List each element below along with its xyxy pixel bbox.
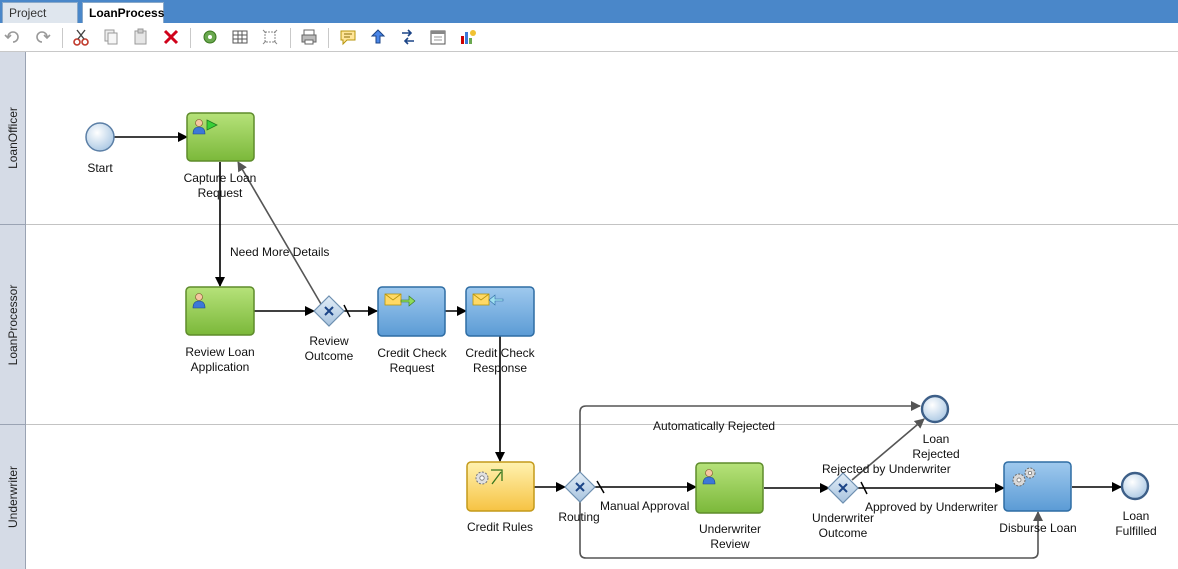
delete-icon	[163, 29, 179, 45]
flow-rejected-by-underwriter[interactable]	[851, 418, 925, 481]
review-loan-application-task[interactable]	[185, 286, 255, 336]
validate-icon	[203, 30, 217, 44]
copy-button[interactable]	[101, 27, 121, 47]
lane-header-loan-processor: LoanProcessor	[0, 225, 26, 425]
copy-icon	[104, 29, 118, 45]
need-more-details-label: Need More Details	[230, 245, 330, 259]
fit-button[interactable]	[260, 27, 280, 47]
lane-header-loan-officer: LoanOfficer	[0, 52, 26, 225]
redo-button[interactable]	[32, 27, 52, 47]
grid-icon	[232, 30, 248, 44]
paste-button[interactable]	[131, 27, 151, 47]
play-icon	[206, 119, 218, 131]
undo-button[interactable]	[3, 27, 23, 47]
underwriter-review-task[interactable]	[695, 462, 764, 514]
credit-check-request-label: Credit Check Request	[377, 346, 447, 375]
calendar-button[interactable]	[428, 27, 448, 47]
calendar-icon	[430, 30, 446, 45]
grid-button[interactable]	[230, 27, 250, 47]
underwriter-outcome-label: Underwriter Outcome	[811, 511, 874, 540]
loan-fulfilled-end-event[interactable]	[1120, 471, 1150, 501]
credit-check-request-task[interactable]	[377, 286, 446, 337]
exclusive-x-icon	[838, 483, 848, 493]
review-loan-application-label: Review Loan Application	[185, 345, 255, 374]
tab-loan-process[interactable]: LoanProcess	[82, 2, 164, 23]
credit-rules-task[interactable]	[466, 461, 535, 512]
disburse-loan-task[interactable]	[1003, 461, 1072, 512]
credit-check-response-label: Credit Check Response	[465, 346, 535, 375]
print-icon	[301, 29, 317, 45]
cut-icon	[73, 29, 89, 46]
lane-header-underwriter: Underwriter	[0, 425, 26, 569]
exclusive-x-icon	[575, 482, 585, 492]
lane-divider	[26, 224, 1178, 225]
publish-button[interactable]	[368, 27, 388, 47]
loan-fulfilled-label: Loan Fulfilled	[1115, 509, 1157, 538]
rejected-by-underwriter-label: Rejected by Underwriter	[822, 462, 951, 476]
comment-icon	[340, 30, 356, 46]
review-outcome-gateway[interactable]	[313, 295, 345, 327]
approved-by-underwriter-label: Approved by Underwriter	[865, 500, 998, 514]
start-label: Start	[87, 161, 113, 175]
delete-button[interactable]	[161, 27, 181, 47]
compare-button[interactable]	[398, 27, 418, 47]
capture-loan-request-label: Capture Loan Request	[183, 171, 257, 200]
credit-check-response-task[interactable]	[465, 286, 535, 337]
flow-need-more-details[interactable]	[237, 161, 322, 305]
user-icon	[192, 293, 206, 309]
automatically-rejected-label: Automatically Rejected	[653, 419, 776, 433]
print-button[interactable]	[299, 27, 319, 47]
receive-message-icon	[472, 293, 504, 306]
flow-auto-approved[interactable]	[579, 501, 1043, 559]
comment-button[interactable]	[338, 27, 358, 47]
start-event[interactable]	[85, 122, 115, 152]
routing-label: Routing	[558, 510, 600, 524]
validate-button[interactable]	[200, 27, 220, 47]
underwriter-review-label: Underwriter Review	[698, 522, 761, 551]
disburse-loan-label: Disburse Loan	[999, 521, 1077, 535]
fit-icon	[262, 29, 278, 45]
compare-icon	[402, 29, 414, 45]
lane-divider	[26, 424, 1178, 425]
underwriter-outcome-gateway[interactable]	[827, 472, 859, 504]
send-message-icon	[384, 293, 416, 307]
credit-rules-label: Credit Rules	[466, 520, 534, 534]
report-icon	[461, 30, 476, 44]
undo-icon	[4, 31, 19, 43]
toolbar	[0, 23, 1178, 52]
user-icon	[702, 469, 716, 485]
business-rule-icon	[475, 469, 503, 485]
service-gears-icon	[1012, 467, 1036, 487]
tab-bar: Project Home LoanProcess	[0, 0, 1178, 41]
manual-approval-label: Manual Approval	[600, 499, 690, 513]
exclusive-x-icon	[324, 306, 334, 316]
redo-icon	[36, 31, 51, 43]
routing-gateway[interactable]	[564, 471, 596, 503]
publish-icon	[370, 29, 386, 44]
loan-rejected-end-event[interactable]	[920, 394, 950, 424]
user-icon	[192, 119, 206, 135]
sequence-flows	[114, 132, 1122, 559]
loan-rejected-label: Loan Rejected	[912, 432, 960, 461]
paste-icon	[134, 28, 147, 45]
report-button[interactable]	[458, 27, 478, 47]
cut-button[interactable]	[71, 27, 91, 47]
review-outcome-label: Review Outcome	[304, 334, 354, 363]
capture-loan-request-task[interactable]	[186, 112, 255, 162]
flow-automatically-rejected[interactable]	[579, 401, 921, 473]
